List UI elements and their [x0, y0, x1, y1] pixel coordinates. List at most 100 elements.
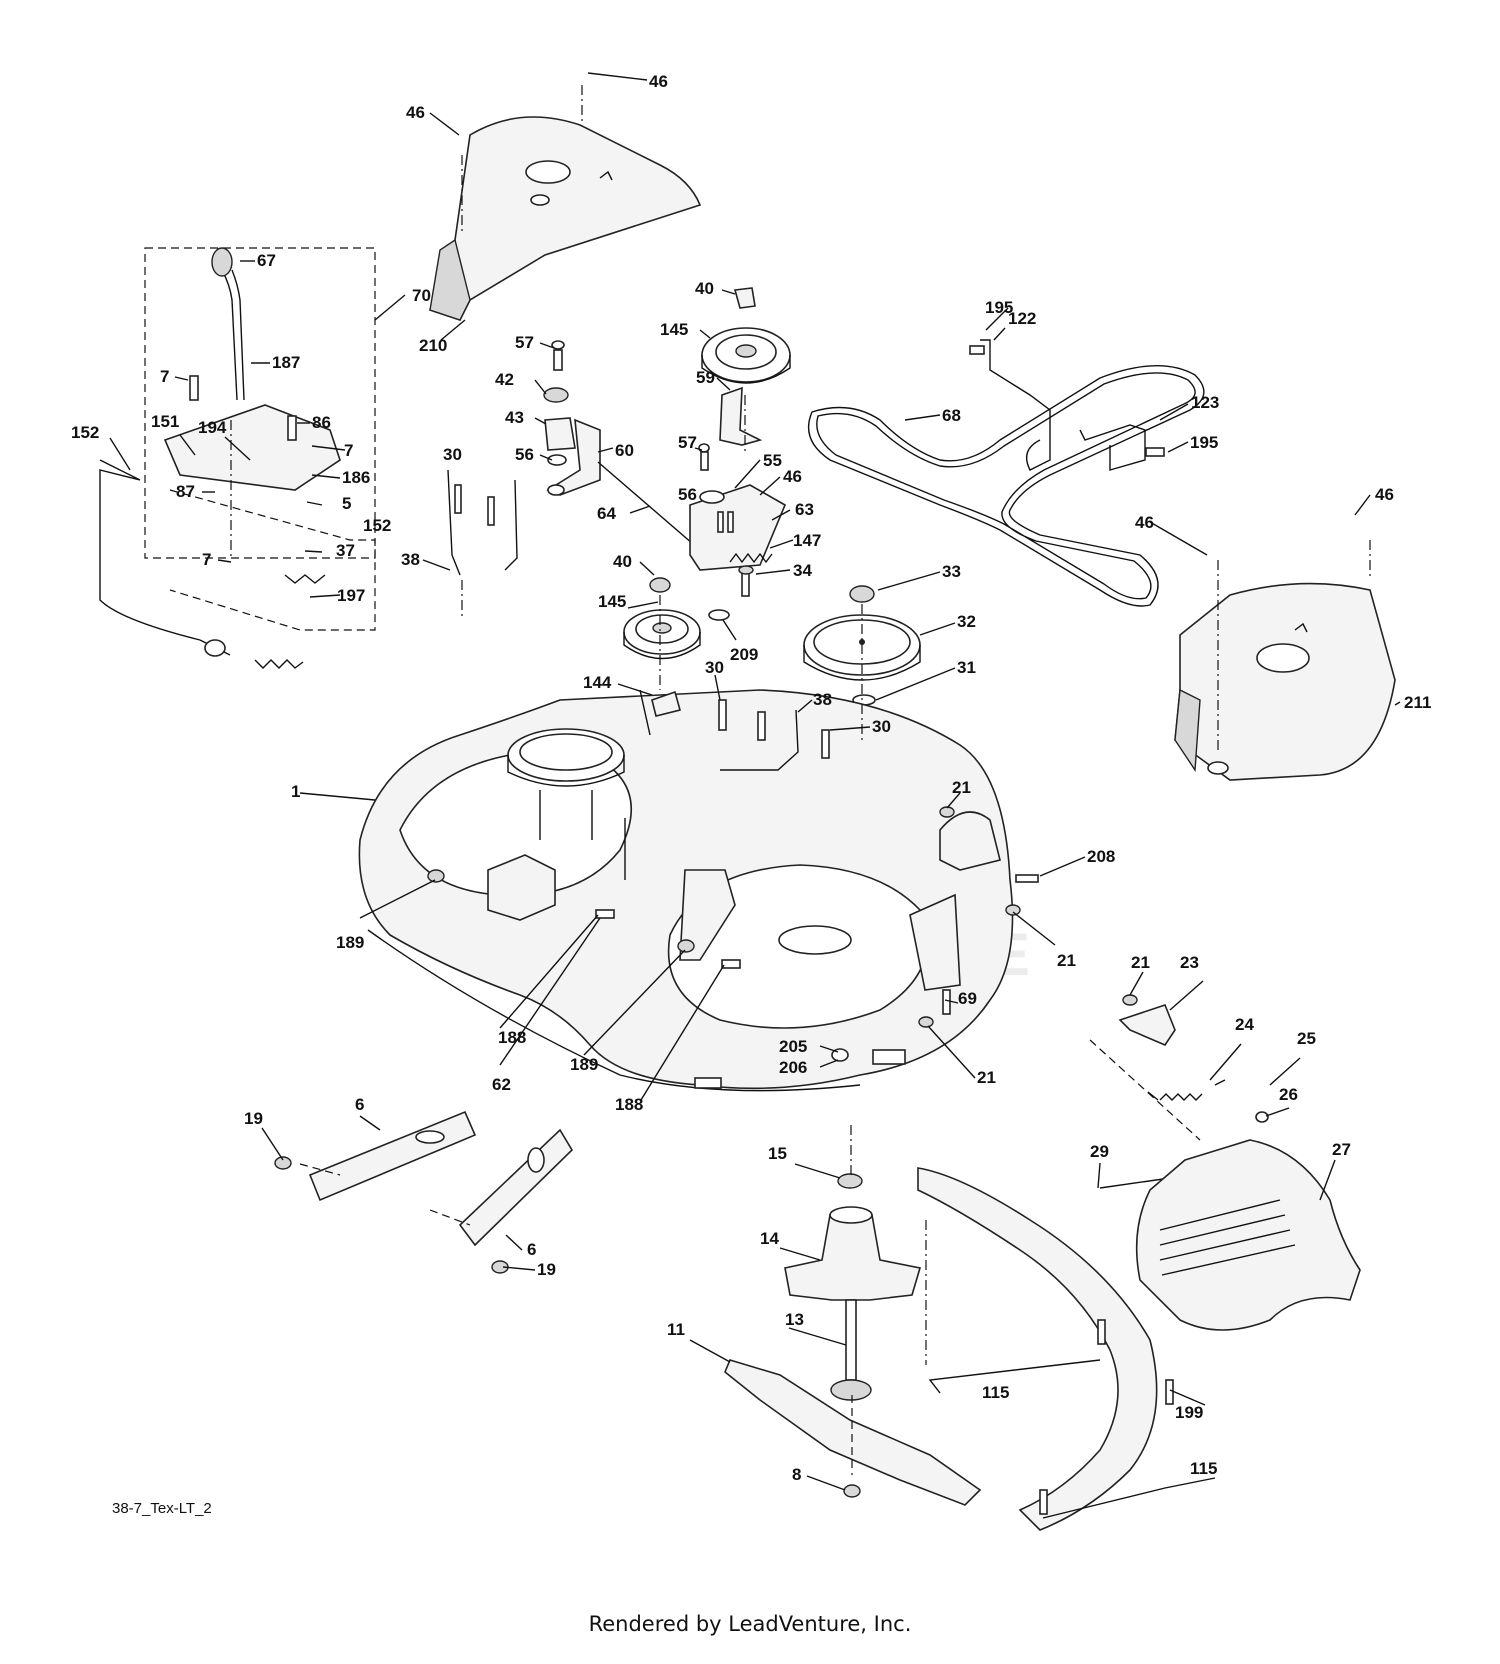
part-label: 14 [760, 1229, 779, 1248]
part-label: 152 [363, 516, 391, 535]
part-label: 68 [942, 406, 961, 425]
part-label: 26 [1279, 1085, 1298, 1104]
part-label: 209 [730, 645, 758, 664]
part-label: 57 [678, 433, 697, 452]
idler-arm-assembly [543, 340, 701, 551]
part-label: 144 [583, 673, 612, 692]
part-number-callouts: 46 46 210 70 67 187 7 86 151 194 7 186 1… [71, 72, 1431, 1484]
render-credit-footer: Rendered by LeadVenture, Inc. [588, 1612, 912, 1636]
part-label: 123 [1191, 393, 1219, 412]
part-label: 145 [598, 592, 626, 611]
baffle [917, 1167, 1174, 1531]
part-label: 56 [515, 445, 534, 464]
diagram-reference-code: 38-7_Tex-LT_2 [112, 1500, 212, 1517]
part-label: 7 [202, 550, 211, 569]
part-label: 60 [615, 441, 634, 460]
part-label: 46 [649, 72, 668, 91]
part-label: 6 [355, 1095, 364, 1114]
deck-hardware [427, 469, 1039, 1062]
part-label: 56 [678, 485, 697, 504]
part-label: 86 [312, 413, 331, 432]
lift-lever-assembly [144, 247, 376, 631]
part-label: 21 [1131, 953, 1150, 972]
part-label: 1 [291, 782, 300, 801]
part-label: 208 [1087, 847, 1115, 866]
spindle-blade-assembly [724, 1173, 982, 1506]
part-label: 195 [985, 298, 1013, 317]
belt-guard-left [428, 116, 702, 321]
part-label: 62 [492, 1075, 511, 1094]
part-label: 188 [498, 1028, 526, 1047]
part-label: 33 [942, 562, 961, 581]
part-label: 57 [515, 333, 534, 352]
part-label: 21 [952, 778, 971, 797]
part-label: 46 [1135, 513, 1154, 532]
part-label: 19 [244, 1109, 263, 1128]
idler-pulley-upper [698, 287, 791, 471]
part-label: 87 [176, 482, 195, 501]
part-label: 152 [71, 423, 99, 442]
part-label: 13 [785, 1310, 804, 1329]
part-label: 38 [401, 550, 420, 569]
part-label: 21 [1057, 951, 1076, 970]
part-label: 69 [958, 989, 977, 1008]
part-label: 27 [1332, 1140, 1351, 1159]
part-label: 147 [793, 531, 821, 550]
part-label: 67 [257, 251, 276, 270]
callout-leaders [109, 72, 1401, 1519]
part-label: 40 [613, 552, 632, 571]
part-label: 38 [813, 690, 832, 709]
part-label: 64 [597, 504, 616, 523]
part-label: 189 [336, 933, 364, 952]
part-label: 206 [779, 1058, 807, 1077]
part-label: 23 [1180, 953, 1199, 972]
part-label: 15 [768, 1144, 787, 1163]
part-label: 211 [1404, 693, 1431, 712]
part-label: 70 [412, 286, 431, 305]
part-label: 31 [957, 658, 976, 677]
part-label: 194 [198, 418, 227, 437]
part-label: 122 [1008, 309, 1036, 328]
assembly-centerlines [230, 85, 1371, 1475]
part-label: 42 [495, 370, 514, 389]
part-label: 30 [705, 658, 724, 677]
part-label: 29 [1090, 1142, 1109, 1161]
part-label: 7 [160, 367, 169, 386]
part-label: 7 [344, 441, 353, 460]
idler-pulley-lower [623, 577, 730, 660]
part-label: 188 [615, 1095, 643, 1114]
part-label: 199 [1175, 1403, 1203, 1422]
part-label: 37 [336, 541, 355, 560]
part-label: 46 [1375, 485, 1394, 504]
part-label: 11 [667, 1320, 685, 1339]
part-label: 205 [779, 1037, 807, 1056]
part-label: 195 [1190, 433, 1218, 452]
part-label: 145 [660, 320, 688, 339]
lift-cable [99, 459, 304, 669]
part-label: 8 [792, 1465, 801, 1484]
part-label: 30 [443, 445, 462, 464]
part-label: 46 [783, 467, 802, 486]
part-label: 46 [406, 103, 425, 122]
part-label: 186 [342, 468, 370, 487]
part-label: 151 [151, 412, 179, 431]
part-label: 25 [1297, 1029, 1316, 1048]
belt-guard-right [1174, 582, 1396, 781]
mower-deck [358, 689, 1014, 1092]
part-label: 187 [272, 353, 300, 372]
part-label: 210 [419, 336, 447, 355]
part-label: 43 [505, 408, 524, 427]
idler-bracket [689, 484, 787, 597]
part-label: 197 [337, 586, 365, 605]
drive-belt [807, 365, 1205, 607]
belt-keepers [969, 339, 1165, 471]
part-label: 40 [695, 279, 714, 298]
part-label: 21 [977, 1068, 996, 1087]
part-label: 19 [537, 1260, 556, 1279]
part-label: 115 [982, 1383, 1009, 1402]
part-label: 32 [957, 612, 976, 631]
part-label: 34 [793, 561, 812, 580]
part-label: 115 [1190, 1459, 1217, 1478]
